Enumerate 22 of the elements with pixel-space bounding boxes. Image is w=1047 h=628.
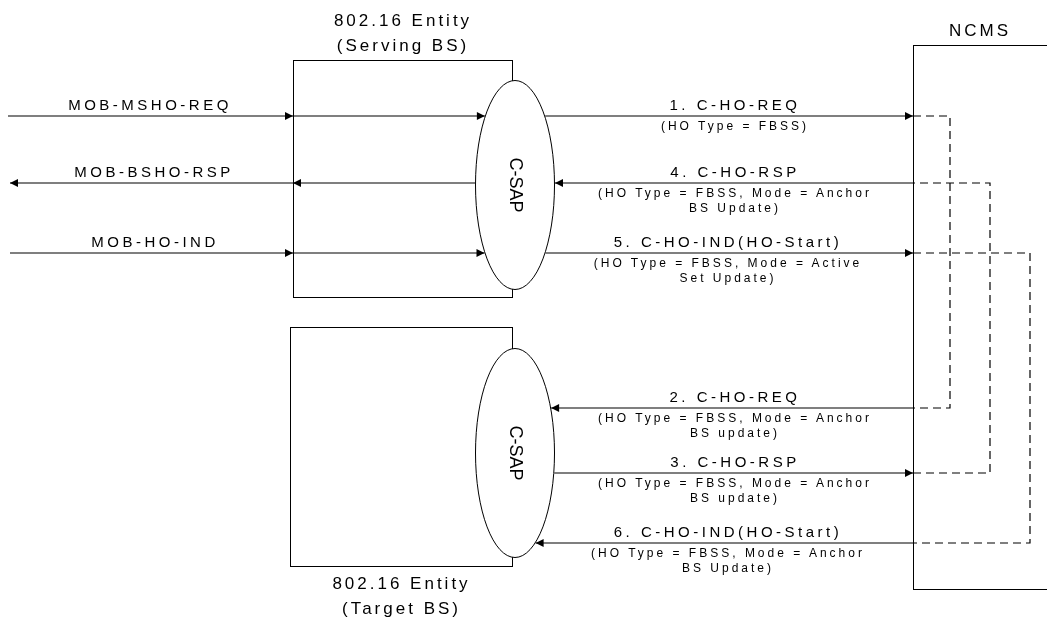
parameter-note: (HO Type = FBSS, Mode = Active Set Update) bbox=[592, 256, 864, 286]
sap-ellipse bbox=[475, 80, 555, 290]
arrow bbox=[554, 179, 914, 187]
arrow bbox=[544, 249, 914, 257]
entity-title: 802.16 Entity (Serving BS) bbox=[332, 10, 474, 57]
sap-label: C-SAP bbox=[504, 425, 526, 481]
arrow bbox=[544, 112, 914, 120]
parameter-note: (HO Type = FBSS, Mode = Anchor BS update) bbox=[597, 476, 873, 506]
sap-ellipse bbox=[475, 348, 555, 558]
parameter-note: (HO Type = FBSS, Mode = Anchor BS Update) bbox=[597, 186, 873, 216]
parameter-note: (HO Type = FBSS, Mode = Anchor BS update) bbox=[597, 411, 873, 441]
arrow bbox=[7, 112, 486, 120]
sap-label: C-SAP bbox=[504, 157, 526, 213]
arrow bbox=[550, 404, 914, 412]
arrow bbox=[9, 179, 476, 187]
entity-title: NCMS bbox=[947, 20, 1013, 42]
arrow bbox=[553, 469, 914, 477]
parameter-note: (HO Type = FBSS) bbox=[659, 119, 811, 134]
arrow bbox=[9, 249, 486, 257]
parameter-note: (HO Type = FBSS, Mode = Anchor BS Update) bbox=[590, 546, 866, 576]
entity-title: 802.16 Entity (Target BS) bbox=[331, 573, 472, 620]
arrow bbox=[535, 539, 914, 547]
